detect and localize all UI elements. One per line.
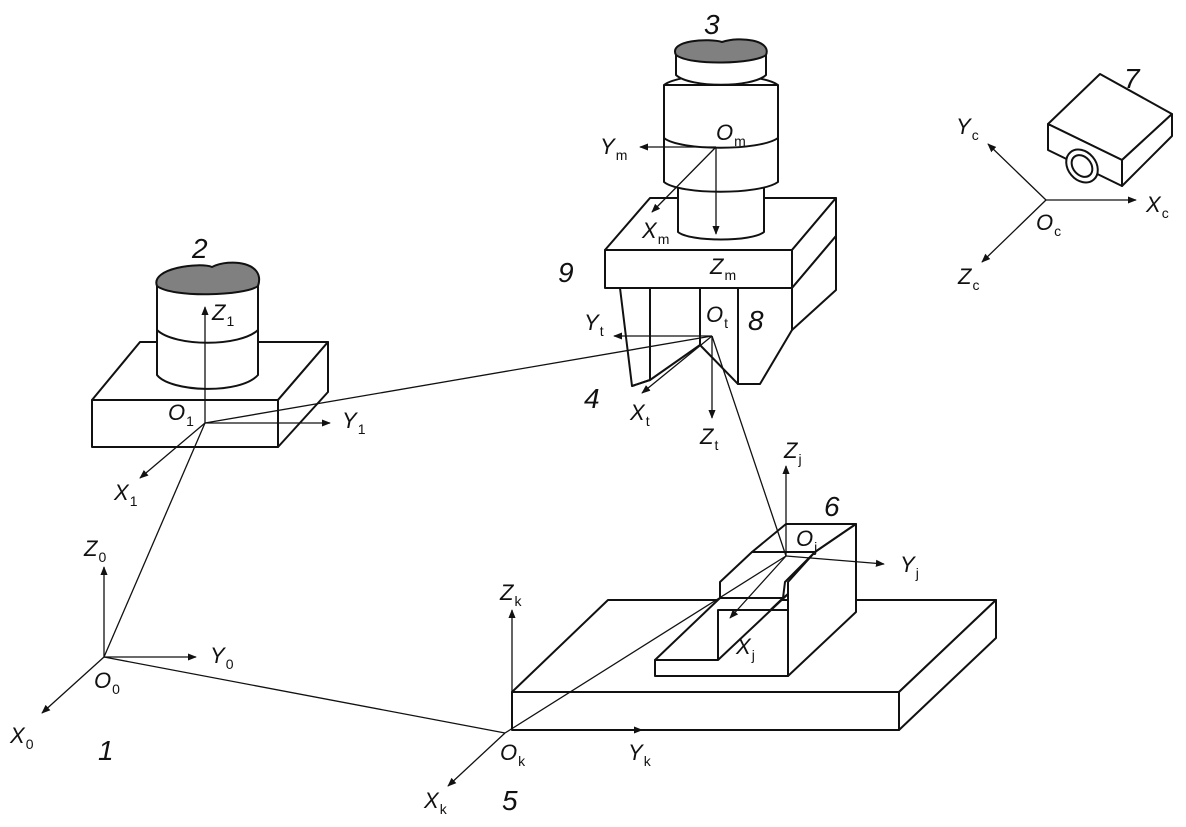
frame-labels-fixture: Oj Yj Zj Xj xyxy=(735,438,919,663)
part-number-7: 7 xyxy=(1124,63,1141,94)
axes-part-frame xyxy=(139,306,331,479)
camera-x-axis-label: Xc xyxy=(1145,192,1169,221)
tool-x-axis-label: Xt xyxy=(629,400,650,429)
base-x-axis-label: X0 xyxy=(9,723,34,752)
fixture-z-axis-label: Zj xyxy=(783,438,802,467)
base-y-axis-label: Y0 xyxy=(210,643,234,672)
fixture-x-axis-label: Xj xyxy=(735,634,755,663)
part-number-2: 2 xyxy=(191,233,208,264)
fixture-block-6 xyxy=(654,523,857,677)
table-y-axis-label: Yk xyxy=(628,740,652,769)
frame-labels-tool: Ot Yt Zt Xt xyxy=(584,302,728,453)
camera-z-axis-label: Zc xyxy=(957,264,979,293)
held-origin-label: Om xyxy=(716,120,746,149)
part-y-axis-label: Y1 xyxy=(342,408,366,437)
held-z-axis-label: Zm xyxy=(709,254,736,283)
frame-labels-held: Om Ym Zm Xm xyxy=(600,120,746,283)
table-z-axis-label: Zk xyxy=(499,580,522,609)
part-x-axis-label: X1 xyxy=(113,480,138,509)
frame-labels-table: Ok Yk Zk Xk xyxy=(423,580,652,817)
base-origin-label: O0 xyxy=(94,668,120,697)
part-number-5: 5 xyxy=(502,785,518,816)
part-number-9: 9 xyxy=(558,257,574,288)
frame-labels-camera: Oc Xc Yc Zc xyxy=(956,114,1169,293)
part-number-1: 1 xyxy=(98,735,114,766)
part-z-axis-label: Z1 xyxy=(211,300,234,329)
table-x-axis-label: Xk xyxy=(423,788,448,817)
held-cylinder-3 xyxy=(663,38,779,241)
fixture-y-axis-label: Yj xyxy=(900,552,919,581)
workpiece-cylinder-2 xyxy=(155,261,261,390)
axes-base-frame xyxy=(41,566,197,714)
tool-y-axis-label: Yt xyxy=(584,310,604,339)
tool-z-axis-label: Zt xyxy=(699,424,718,453)
camera-y-axis-label: Yc xyxy=(956,114,979,143)
camera-7 xyxy=(1047,73,1173,187)
part-number-8: 8 xyxy=(748,305,764,336)
axes-held-frame xyxy=(639,143,720,235)
held-x-axis-label: Xm xyxy=(641,218,669,247)
camera-origin-label: Oc xyxy=(1036,210,1061,239)
part-number-labels: 1 2 3 4 5 6 7 8 9 xyxy=(98,9,1141,816)
axes-table-frame xyxy=(447,609,643,787)
held-y-axis-label: Ym xyxy=(600,134,627,163)
part-number-4: 4 xyxy=(584,383,600,414)
axes-camera-frame xyxy=(981,143,1137,263)
axes-fixture-frame xyxy=(729,465,885,619)
frame-connection-lines xyxy=(103,335,787,734)
frame-labels-part: O1 Y1 Z1 X1 xyxy=(113,300,366,509)
fixture-origin-label: Oj xyxy=(796,526,817,555)
part-origin-label: O1 xyxy=(168,400,194,429)
base-z-axis-label: Z0 xyxy=(83,536,106,565)
frame-labels-base: O0 Y0 Z0 X0 xyxy=(9,536,234,752)
table-origin-label: Ok xyxy=(500,740,526,769)
part-number-3: 3 xyxy=(704,9,720,40)
part-number-6: 6 xyxy=(824,491,840,522)
tool-origin-label: Ot xyxy=(706,302,728,331)
axes-tool-frame xyxy=(613,332,716,419)
